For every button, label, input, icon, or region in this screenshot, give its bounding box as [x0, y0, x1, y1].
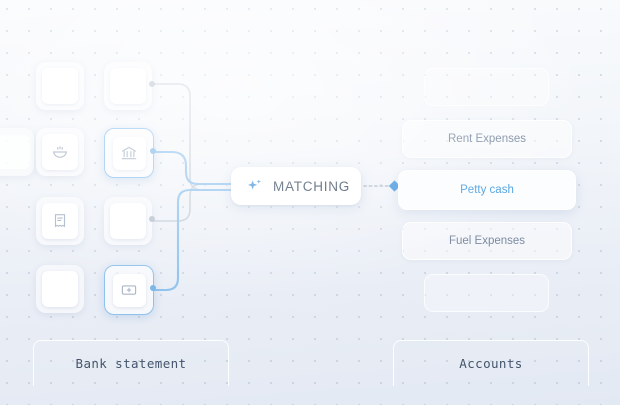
account-card-fuel-expenses[interactable]: Fuel Expenses — [402, 222, 572, 260]
bank-card-r1c2[interactable] — [104, 62, 155, 110]
wire-row1-gray — [151, 83, 232, 191]
bank-card-inner — [42, 203, 78, 239]
account-card-label: Fuel Expenses — [448, 235, 526, 247]
wire-row2-blue — [151, 150, 233, 186]
matching-node[interactable]: MATCHING — [231, 167, 361, 205]
group-label-accounts: Accounts — [393, 340, 589, 386]
bank-card-inner — [0, 135, 30, 169]
bank-card-edge-partial[interactable] — [0, 128, 34, 176]
receipt-icon — [54, 214, 66, 228]
account-card-4-empty[interactable] — [424, 274, 549, 312]
bank-card-inner — [110, 203, 146, 239]
bank-building-icon — [121, 146, 137, 160]
bank-card-inner — [42, 134, 78, 170]
bank-card-inner — [42, 271, 78, 307]
connector-nub-r1 — [149, 81, 155, 87]
bank-card-r3c1[interactable] — [36, 197, 84, 245]
bank-card-inner — [112, 136, 146, 170]
bank-card-r1c1[interactable] — [36, 62, 84, 110]
bank-card-r3c2[interactable] — [104, 197, 155, 245]
bank-card-inner — [110, 68, 146, 104]
banknote-icon — [121, 285, 137, 295]
matching-label: MATCHING — [273, 178, 350, 194]
wire-row3-gray — [151, 183, 232, 222]
connector-nub-r2 — [150, 148, 156, 154]
connector-nub-r4 — [150, 285, 156, 291]
bank-card-inner — [112, 273, 146, 307]
group-label-text: Bank statement — [75, 356, 187, 371]
account-card-rent-expenses[interactable]: Rent Expenses — [402, 120, 572, 158]
sparkles-icon — [248, 178, 261, 190]
connector-nub-r3 — [149, 216, 155, 222]
group-label-bank-statement: Bank statement — [33, 340, 229, 386]
bank-card-r2c2-selected[interactable] — [104, 128, 156, 178]
group-label-text: Accounts — [459, 356, 523, 371]
bank-card-r4c2-selected[interactable] — [104, 265, 156, 315]
bowl-icon — [52, 146, 68, 158]
account-card-petty-cash[interactable]: Petty cash — [398, 170, 576, 210]
bank-card-inner — [42, 68, 78, 104]
account-card-label: Petty cash — [460, 184, 514, 196]
account-card-label: Rent Expenses — [448, 133, 526, 145]
account-card-0-empty[interactable] — [424, 68, 549, 106]
wire-row4-blue — [151, 188, 233, 292]
bank-card-r4c1[interactable] — [36, 265, 84, 313]
bank-card-r2c1[interactable] — [36, 128, 84, 176]
